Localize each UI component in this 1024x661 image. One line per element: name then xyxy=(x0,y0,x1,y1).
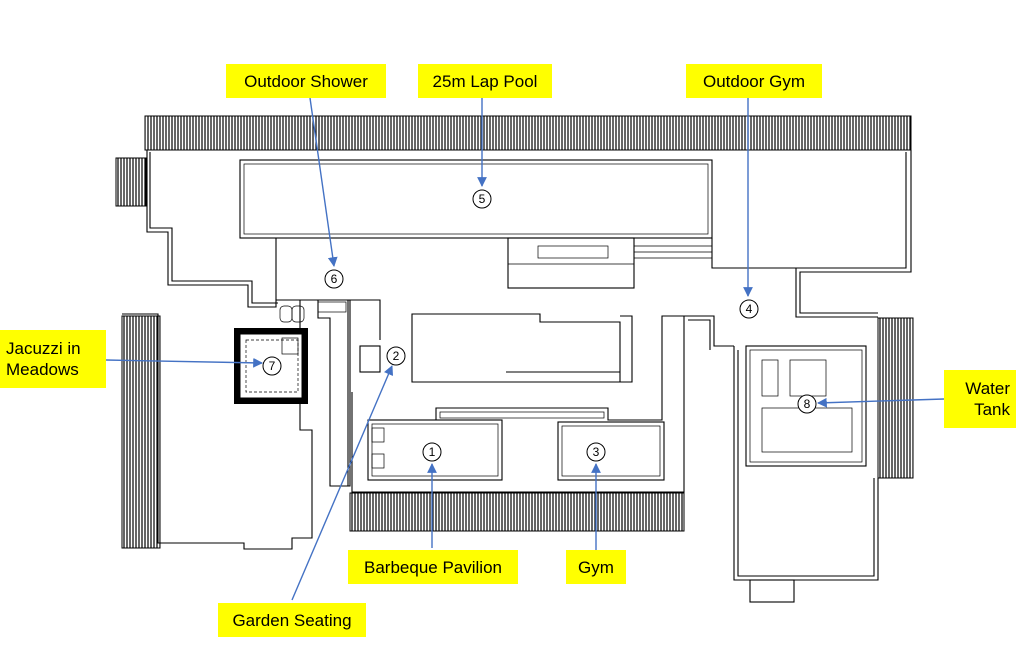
label-garden-seating-text: Garden Seating xyxy=(232,610,352,630)
east-wing-outline-inner xyxy=(737,350,875,577)
marker-5-text: 5 xyxy=(479,192,486,206)
gym-room xyxy=(557,421,665,481)
grill-2 xyxy=(371,453,385,469)
pool-steps xyxy=(634,245,712,259)
label-water-tank: Water Tank xyxy=(944,370,1016,428)
label-lap-pool: 25m Lap Pool xyxy=(418,64,552,98)
shower-stall-2 xyxy=(291,305,305,323)
label-jacuzzi-line2: Meadows xyxy=(6,360,79,379)
label-jacuzzi-line1: Jacuzzi in xyxy=(6,339,81,358)
marker-8: 8 xyxy=(797,394,817,414)
marker-4: 4 xyxy=(739,299,759,319)
pool-equipment-box xyxy=(507,237,635,289)
label-lap-pool-text: 25m Lap Pool xyxy=(432,71,538,91)
site-boundary-inner xyxy=(149,152,278,304)
barbeque-pavilion-inner xyxy=(371,423,499,477)
label-water-tank-line1: Water xyxy=(965,379,1010,398)
grill-1 xyxy=(371,427,385,443)
label-water-tank-line2: Tank xyxy=(974,400,1010,419)
covered-area-outer xyxy=(506,315,633,383)
water-tank-unit-b xyxy=(789,359,827,397)
label-outdoor-gym-text: Outdoor Gym xyxy=(702,71,806,91)
water-tank-unit-a xyxy=(761,359,779,397)
marker-7-text: 7 xyxy=(269,359,276,373)
marker-3: 3 xyxy=(586,442,606,462)
label-jacuzzi: Jacuzzi in Meadows xyxy=(0,330,106,388)
arrow-garden-seating xyxy=(291,365,394,601)
label-outdoor-gym: Outdoor Gym xyxy=(686,64,822,98)
hatched-strip-right xyxy=(877,317,914,479)
arrow-jacuzzi xyxy=(105,357,263,368)
marker-4-text: 4 xyxy=(746,302,753,316)
shower-stall-3 xyxy=(317,301,347,313)
label-outdoor-shower: Outdoor Shower xyxy=(226,64,386,98)
hatched-strip-bottom xyxy=(349,492,685,532)
east-wing-outline xyxy=(733,346,879,581)
lap-pool xyxy=(239,159,713,239)
marker-5: 5 xyxy=(472,189,492,209)
service-room xyxy=(359,345,381,373)
barbeque-pavilion xyxy=(367,419,503,481)
marker-1: 1 xyxy=(422,442,442,462)
hatched-strip-top-left xyxy=(115,157,147,207)
marker-2: 2 xyxy=(386,346,406,366)
water-tank-unit-c xyxy=(761,407,853,453)
central-lower-wall xyxy=(351,315,685,493)
label-outdoor-shower-text: Outdoor Shower xyxy=(244,71,368,91)
covered-area xyxy=(411,313,621,383)
central-block-left xyxy=(317,299,351,487)
water-tank-enclosure xyxy=(745,345,867,467)
site-boundary xyxy=(122,150,313,550)
label-gym: Gym xyxy=(566,550,626,584)
marker-7: 7 xyxy=(262,356,282,376)
east-wing-step xyxy=(749,579,795,603)
pool-equipment-slot xyxy=(537,245,609,259)
arrow-outdoor-shower xyxy=(309,97,338,267)
pool-deck-line xyxy=(275,238,796,300)
shower-stall-1 xyxy=(279,305,293,323)
marker-3-text: 3 xyxy=(593,445,600,459)
site-boundary-right-inner xyxy=(795,152,907,318)
central-corridor xyxy=(300,299,381,486)
label-garden-seating: Garden Seating xyxy=(218,603,366,637)
label-barbeque-pavilion-text: Barbeque Pavilion xyxy=(364,557,502,577)
label-gym-text: Gym xyxy=(578,557,614,577)
arrow-water-tank xyxy=(817,397,945,408)
jacuzzi-tub xyxy=(245,339,299,393)
central-bench xyxy=(439,411,605,419)
outdoor-gym-wall xyxy=(684,315,734,350)
marker-1-text: 1 xyxy=(429,445,436,459)
marker-8-text: 8 xyxy=(804,397,811,411)
hatched-strip-left xyxy=(121,315,161,549)
hatched-strip-top xyxy=(144,115,912,151)
site-boundary-right xyxy=(799,150,912,314)
marker-6-text: 6 xyxy=(331,272,338,286)
jacuzzi-steps xyxy=(281,337,299,355)
marker-6: 6 xyxy=(324,269,344,289)
label-barbeque-pavilion: Barbeque Pavilion xyxy=(348,550,518,584)
lap-pool-edge xyxy=(243,163,709,235)
gym-room-inner xyxy=(561,425,661,477)
water-tank-enclosure-inner xyxy=(749,349,863,463)
marker-2-text: 2 xyxy=(393,349,400,363)
